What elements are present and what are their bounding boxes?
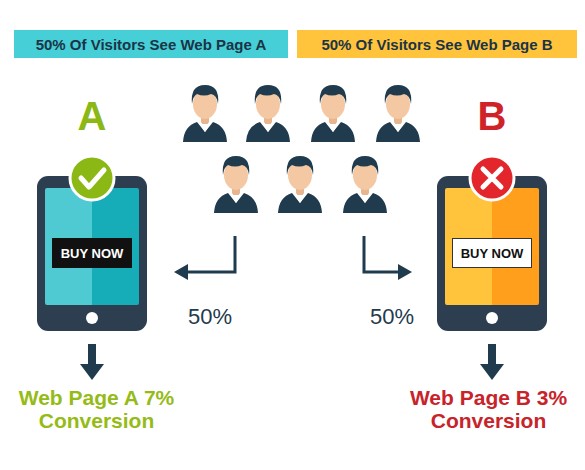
check-badge xyxy=(70,156,114,200)
arrow-head xyxy=(174,264,188,280)
conversion-result: Web Page B 3% Conversion xyxy=(406,386,571,432)
conversion-result: Web Page A 7% Conversion xyxy=(14,386,179,432)
band-text: 50% Of Visitors See Web Page B xyxy=(321,36,552,53)
split-percentage: 50% xyxy=(180,304,240,330)
cross-mark xyxy=(483,169,501,187)
down-arrow-head xyxy=(480,364,504,380)
person-icon xyxy=(246,85,290,142)
person-icon xyxy=(214,156,258,213)
tablet-frame: ABUY NOW xyxy=(37,176,147,331)
tablet-frame: BBUY NOW xyxy=(437,176,547,331)
check-mark xyxy=(81,170,104,187)
down-arrow-shaft xyxy=(488,344,496,366)
button-text: BUY NOW xyxy=(461,246,524,261)
person-icon xyxy=(343,156,387,213)
split-arrow-line xyxy=(364,236,400,272)
highlight-band: 50% Of Visitors See Web Page A xyxy=(14,30,288,58)
buy-button: BUY NOW xyxy=(52,238,132,268)
person-icon xyxy=(376,85,420,142)
down-arrow-head xyxy=(80,364,104,380)
button-text: BUY NOW xyxy=(61,246,124,261)
home-button xyxy=(86,312,98,324)
person-icon xyxy=(311,85,355,142)
person-icon xyxy=(183,85,227,142)
split-arrow-line xyxy=(186,236,235,272)
highlight-band: 50% Of Visitors See Web Page B xyxy=(297,30,577,58)
band-text: 50% Of Visitors See Web Page A xyxy=(36,36,267,53)
home-button xyxy=(486,312,498,324)
down-arrow-shaft xyxy=(88,344,96,366)
variant-letter: B xyxy=(437,94,547,138)
person-icon xyxy=(278,156,322,213)
buy-button: BUY NOW xyxy=(452,238,532,268)
variant-letter: A xyxy=(37,94,147,138)
cross-badge xyxy=(470,156,514,200)
arrow-head xyxy=(398,264,412,280)
split-percentage: 50% xyxy=(362,304,422,330)
